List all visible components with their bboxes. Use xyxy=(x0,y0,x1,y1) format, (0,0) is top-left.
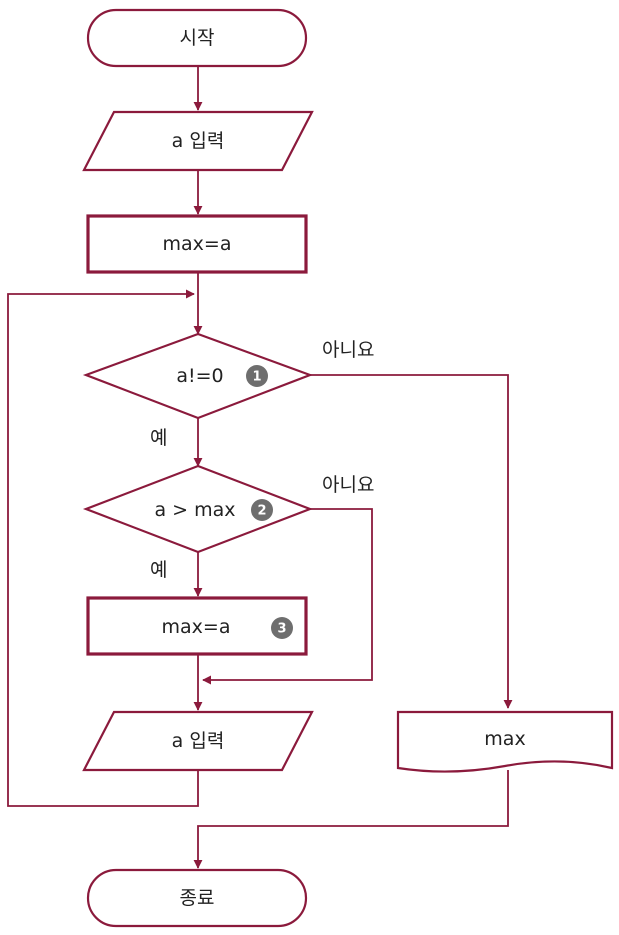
decision-2: a > max 2 xyxy=(82,464,314,554)
process-assign-label: max=a xyxy=(162,616,231,638)
step-badge-3-number: 3 xyxy=(277,622,286,637)
step-badge-1-number: 1 xyxy=(252,370,261,385)
process-assign: max=a 3 xyxy=(86,596,308,656)
output-document: max xyxy=(396,710,614,773)
end-label: 종료 xyxy=(180,887,215,909)
step-badge-2 xyxy=(251,499,273,521)
edge-cond1-no xyxy=(310,374,513,709)
step-badge-2-number: 2 xyxy=(257,504,266,519)
process-init: max=a xyxy=(86,214,308,274)
end-terminal: 종료 xyxy=(86,868,308,928)
decision-1: a!=0 1 xyxy=(82,332,314,420)
input-node-1: a 입력 xyxy=(82,110,314,172)
decision-2-label: a > max xyxy=(154,499,235,521)
edge-output-to-end xyxy=(193,770,509,869)
step-badge-1 xyxy=(246,365,268,387)
output-label: max xyxy=(484,728,525,750)
start-label: 시작 xyxy=(180,27,215,49)
decision-1-label: a!=0 xyxy=(176,365,223,387)
input-1-label: a 입력 xyxy=(172,130,225,152)
decision-2-no-label: 아니요 xyxy=(322,474,374,496)
decision-1-no-label: 아니요 xyxy=(322,339,374,361)
process-init-label: max=a xyxy=(163,233,232,255)
step-badge-3 xyxy=(271,617,293,639)
edge-loop-back xyxy=(7,289,199,807)
edges xyxy=(7,66,513,869)
input-node-2: a 입력 xyxy=(82,710,314,772)
start-terminal: 시작 xyxy=(86,8,308,68)
edge-cond2-no xyxy=(202,508,373,685)
decision-1-yes-label: 예 xyxy=(150,427,167,449)
input-2-label: a 입력 xyxy=(172,730,225,752)
decision-2-yes-label: 예 xyxy=(150,559,167,581)
